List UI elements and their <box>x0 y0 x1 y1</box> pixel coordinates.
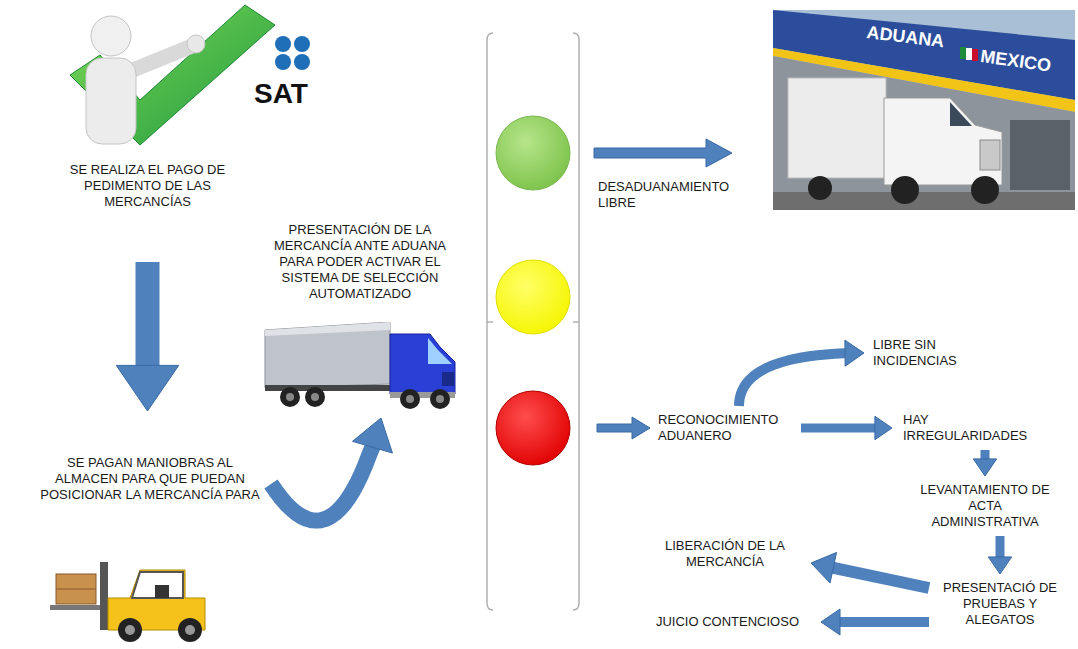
flow-step: LIBRE SIN INCIDENCIAS <box>870 335 985 371</box>
customs-photo <box>773 10 1075 210</box>
bracket-lines <box>487 33 579 610</box>
flow-step: HAY IRREGULARIDADES <box>900 410 1050 446</box>
step-text: LIBRE SIN INCIDENCIAS <box>873 337 982 369</box>
check-person-illustration <box>70 5 275 145</box>
arrow-shaft <box>801 424 876 433</box>
flow-arrow <box>801 416 892 439</box>
step-text: LEVANTAMIENTO DE ACTA ADMINISTRATIVA <box>918 482 1052 530</box>
step-text: PRESENTACIÓ DE PRUEBAS Y ALEGATOS <box>938 580 1062 628</box>
arrow-shaft <box>832 568 929 588</box>
flow-step: LIBERACIÓN DE LA MERCANCÍA <box>645 536 805 572</box>
flow-step: JUICIO CONTENCIOSO <box>640 612 815 632</box>
flow-step: RECONOCIMIENTO ADUANERO <box>655 410 795 446</box>
step-text: SE PAGAN MANIOBRAS AL ALMACEN PARA QUE P… <box>38 455 262 503</box>
flow-arrow <box>811 552 929 588</box>
arrow-shaft <box>739 353 846 406</box>
arrow-shaft <box>136 262 160 366</box>
arrow-head <box>116 365 178 411</box>
arrow-shaft <box>271 446 373 520</box>
flow-step: DESADUANAMIENTO LIBRE <box>595 177 745 213</box>
truck-illustration <box>260 322 460 410</box>
flow-step: SE PAGAN MANIOBRAS AL ALMACEN PARA QUE P… <box>35 453 265 505</box>
arrow-shaft <box>996 536 1005 558</box>
arrow-head <box>973 459 996 476</box>
step-text: SE REALIZA EL PAGO DE PEDIMENTO DE LAS M… <box>43 162 252 210</box>
arrow-head <box>845 340 864 366</box>
logo-text: SAT <box>254 78 308 110</box>
flow-arrow <box>271 418 392 521</box>
step-text: LIBERACIÓN DE LA MERCANCÍA <box>648 538 802 570</box>
flow-step: LEVANTAMIENTO DE ACTA ADMINISTRATIVA <box>915 480 1055 532</box>
step-text: DESADUANAMIENTO LIBRE <box>598 179 742 211</box>
flow-step: SE REALIZA EL PAGO DE PEDIMENTO DE LAS M… <box>40 160 255 212</box>
arrow-head <box>811 552 837 583</box>
green-light <box>496 116 570 190</box>
arrow-head <box>353 418 393 453</box>
flow-arrow <box>988 536 1011 574</box>
arrow-head <box>988 557 1011 574</box>
flow-arrow <box>973 450 996 476</box>
red-light <box>496 391 570 465</box>
arrow-shaft <box>839 617 929 627</box>
flow-step: PRESENTACIÓN DE LA MERCANCÍA ANTE ADUANA… <box>255 220 465 412</box>
flow-arrow <box>821 609 929 635</box>
step-text: PRESENTACIÓN DE LA MERCANCÍA ANTE ADUANA… <box>258 222 462 302</box>
arrow-head <box>875 416 892 439</box>
step-text: RECONOCIMIENTO ADUANERO <box>658 412 792 444</box>
yellow-light <box>496 260 570 334</box>
sat-logo-dots <box>275 36 310 70</box>
forklift-illustration <box>50 562 205 642</box>
flow-step: PRESENTACIÓ DE PRUEBAS Y ALEGATOS <box>935 578 1065 630</box>
step-text: HAY IRREGULARIDADES <box>903 412 1047 444</box>
flow-arrow <box>116 262 178 411</box>
arrow-head <box>821 609 840 635</box>
flow-arrow <box>739 340 864 406</box>
step-text: JUICIO CONTENCIOSO <box>643 614 812 630</box>
